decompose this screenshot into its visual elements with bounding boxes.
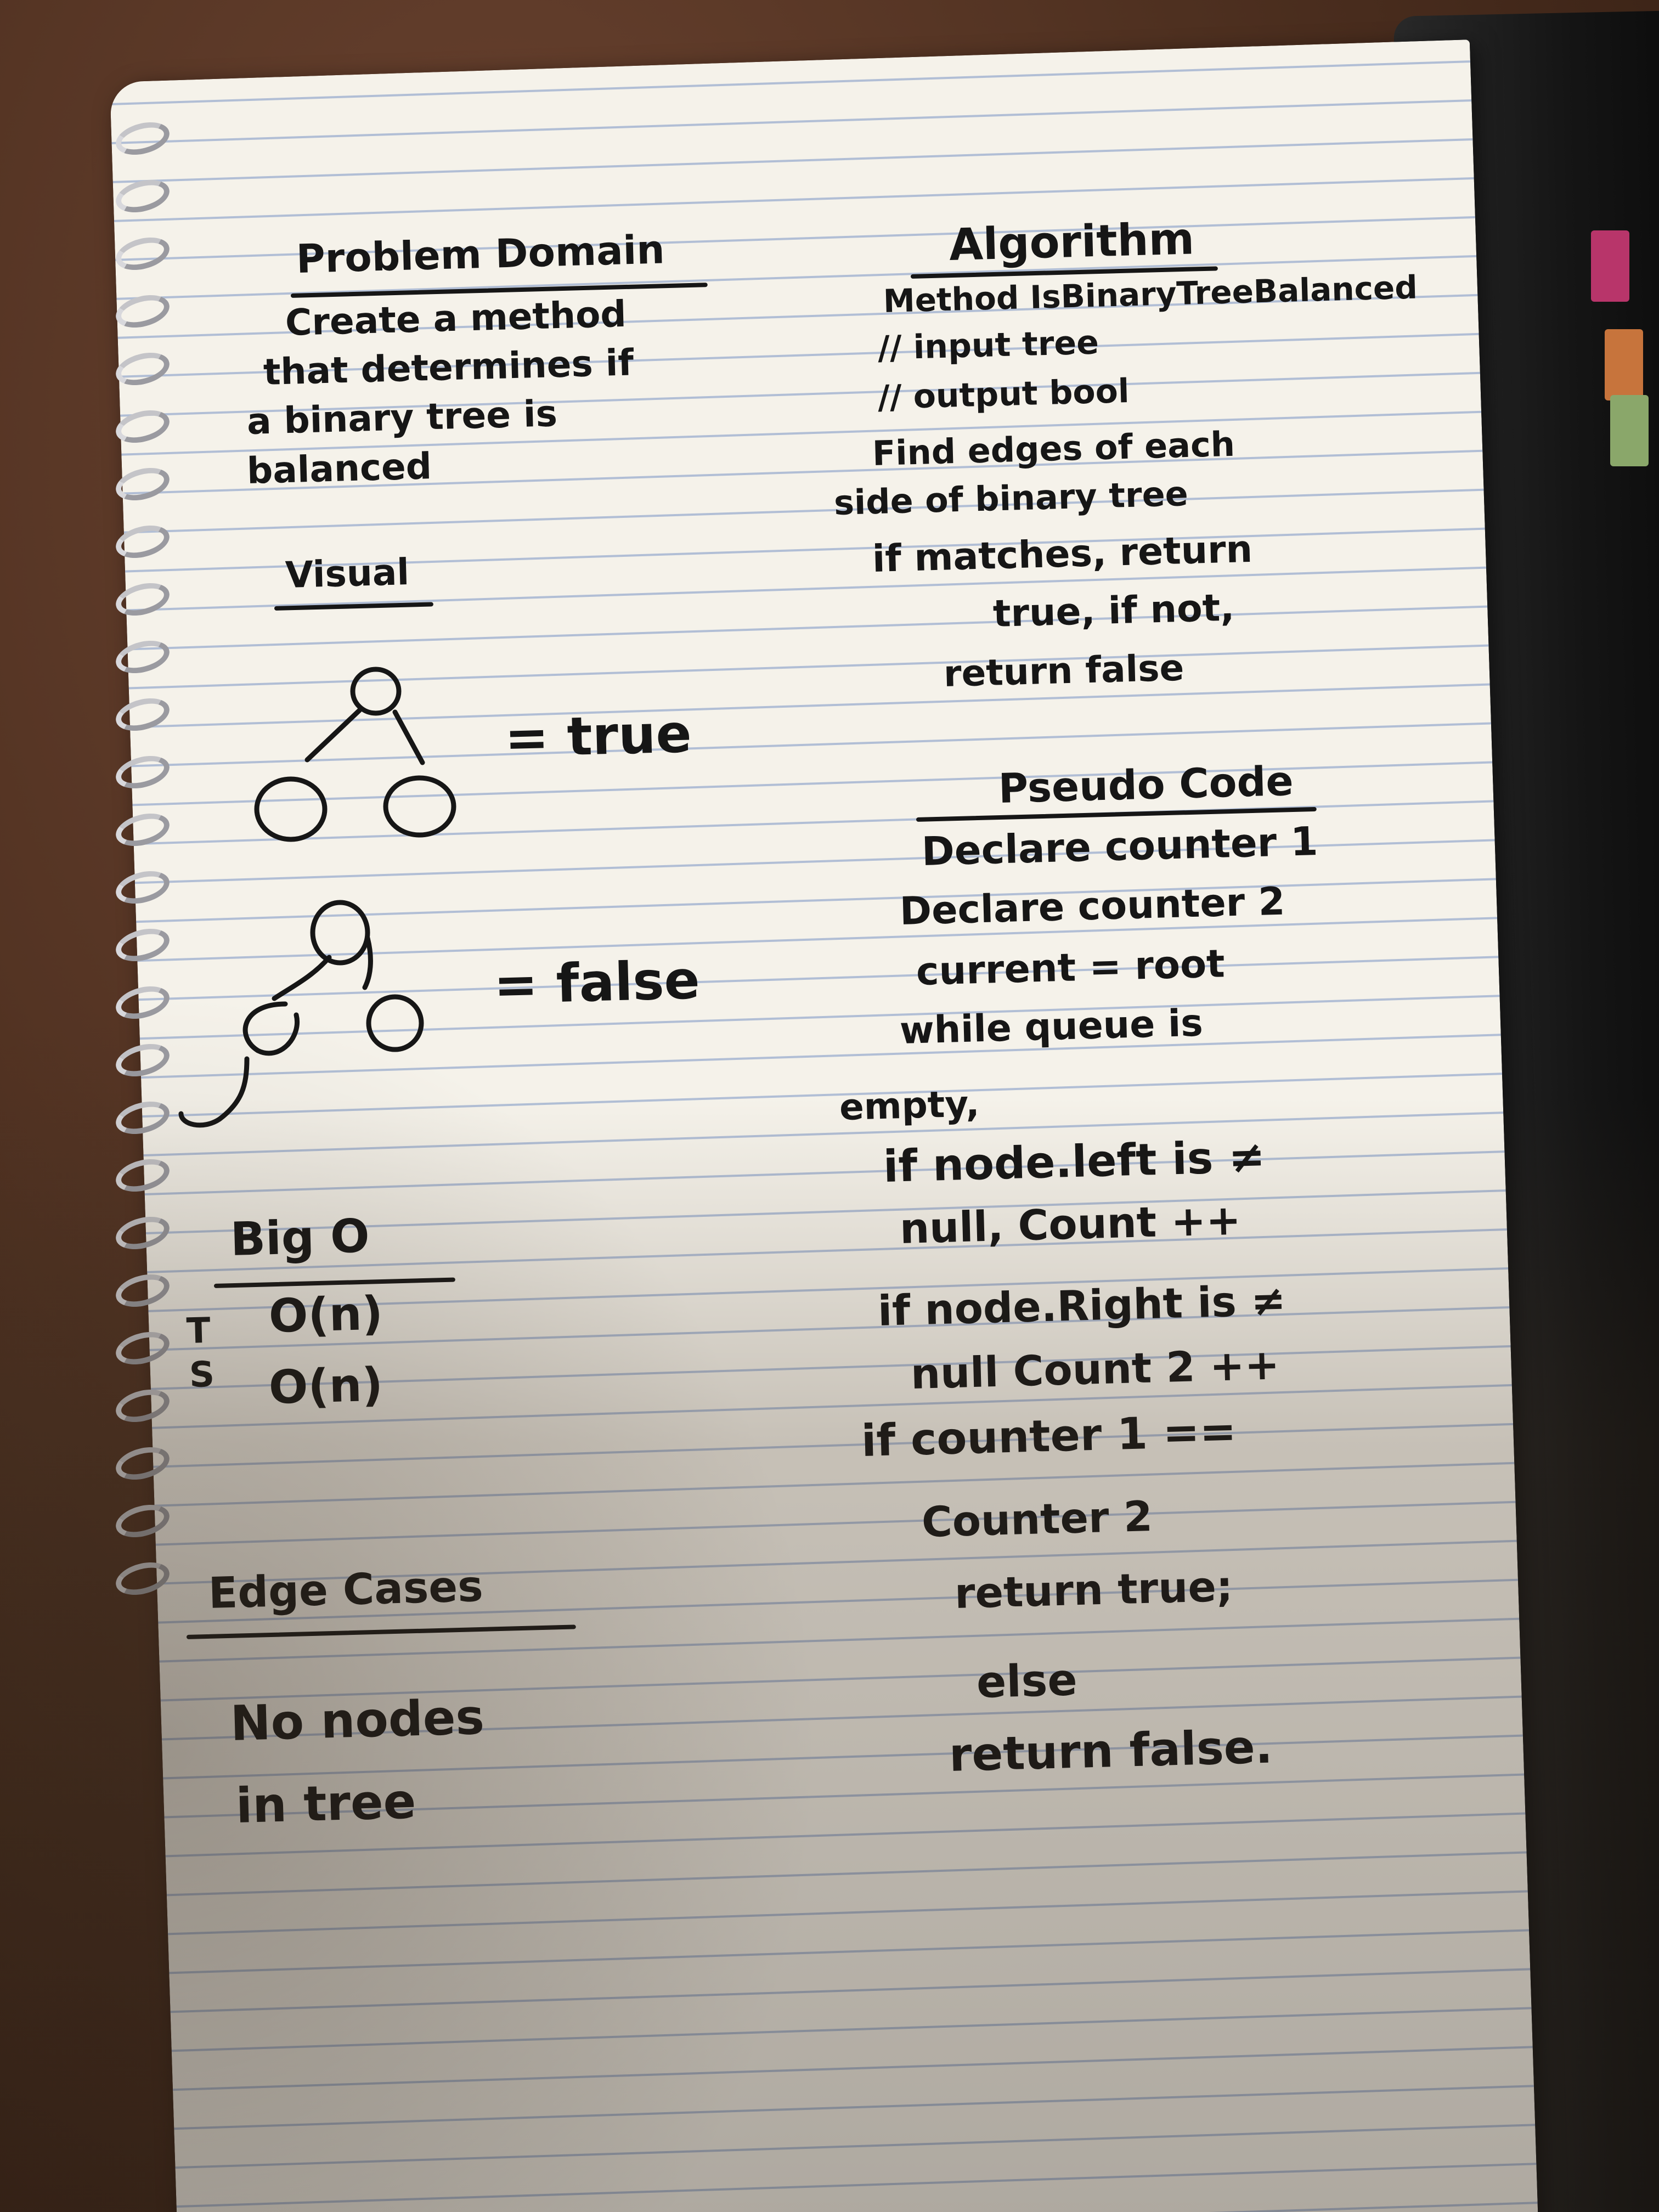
big-o-time-value: O(n)	[268, 1286, 384, 1343]
pseudo-line: while queue is	[899, 1001, 1204, 1053]
big-o-space-value: O(n)	[268, 1357, 384, 1414]
unbalanced-tree-diagram	[178, 900, 424, 1128]
visual-false-label: = false	[493, 949, 701, 1016]
binder-tab-orange	[1605, 329, 1643, 400]
visual-heading: Visual	[284, 551, 410, 596]
edge-case-line: in tree	[235, 1773, 417, 1834]
problem-line: Create a method	[284, 292, 627, 344]
pseudo-line: if node.left is ≠	[882, 1131, 1266, 1192]
algorithm-line: // input tree	[877, 323, 1099, 368]
edge-case-line: No nodes	[229, 1688, 486, 1752]
problem-line: a binary tree is	[246, 392, 558, 443]
pseudo-line: current = root	[915, 941, 1226, 994]
pseudo-line: Counter 2	[921, 1491, 1153, 1547]
algorithm-heading: Algorithm	[948, 213, 1195, 270]
binder-tab-pink	[1591, 230, 1629, 302]
algorithm-line: // output bool	[877, 372, 1130, 417]
visual-true-label: = true	[504, 703, 692, 769]
problem-line: balanced	[246, 445, 432, 492]
pseudo-line: return false.	[948, 1719, 1273, 1782]
pseudo-line: if counter 1 ==	[860, 1406, 1237, 1466]
pseudo-line: return true;	[953, 1561, 1234, 1618]
big-o-time-label: T	[186, 1310, 211, 1352]
pseudo-line: null Count 2 ++	[910, 1340, 1280, 1398]
binder-tab-green	[1610, 395, 1649, 466]
pseudo-line: else	[975, 1654, 1078, 1708]
big-o-heading: Big O	[229, 1209, 370, 1266]
pseudo-code-heading: Pseudo Code	[997, 757, 1294, 812]
pseudo-line: empty,	[838, 1082, 980, 1128]
algorithm-line: return false	[943, 646, 1185, 695]
balanced-tree-diagram	[254, 667, 456, 842]
problem-domain-heading: Problem Domain	[295, 226, 665, 282]
pseudo-line: null, Count ++	[899, 1195, 1242, 1253]
algorithm-line: true, if not,	[992, 586, 1235, 636]
edge-cases-heading: Edge Cases	[207, 1561, 484, 1618]
big-o-space-label: S	[189, 1354, 216, 1396]
